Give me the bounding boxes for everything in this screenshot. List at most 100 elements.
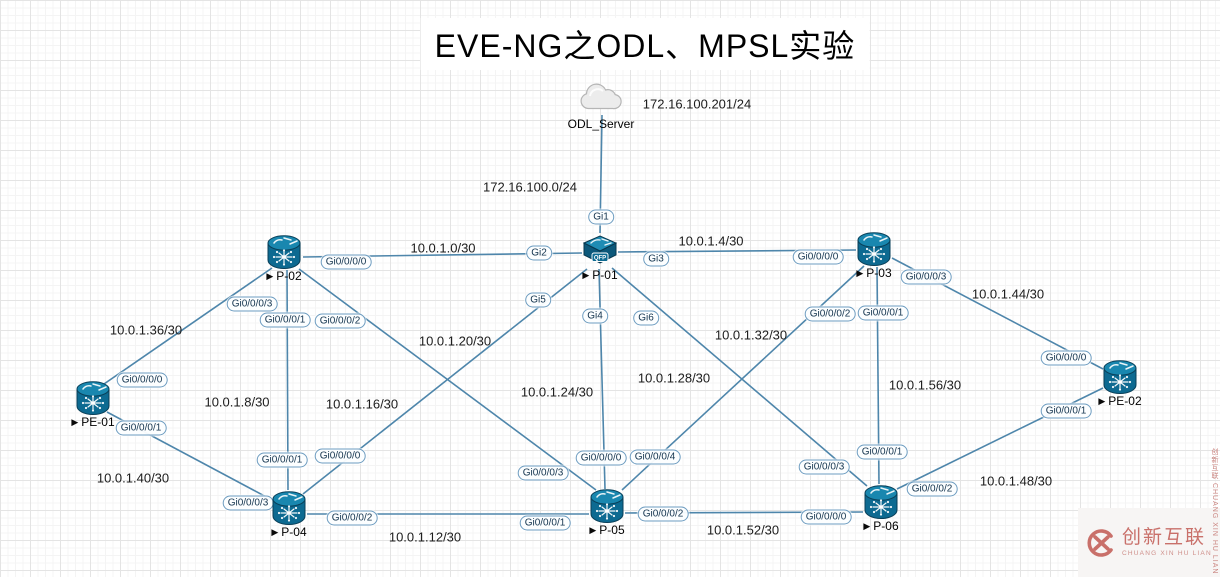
ip-label: 10.0.1.20/30	[418, 333, 492, 349]
link-pe-01--p-02[interactable]	[103, 267, 273, 385]
iface-p-02-gi0-0-0-0: Gi0/0/0/0	[320, 254, 372, 270]
watermark-logo-icon	[1087, 528, 1113, 557]
ip-label: 10.0.1.36/30	[109, 322, 183, 338]
node-label: ▶P-02	[266, 269, 301, 283]
iface-p-01-gi3: Gi3	[643, 251, 669, 267]
diagram-title: EVE-NG之ODL、MPSL实验	[420, 18, 870, 70]
xr-router-icon	[851, 231, 897, 267]
ip-label: 172.16.100.0/24	[483, 179, 577, 195]
iface-p-05-gi0-0-0-0: Gi0/0/0/0	[575, 450, 627, 466]
xr-router-icon	[1097, 359, 1143, 395]
node-name: P-01	[592, 268, 618, 282]
iface-pe-01-gi0-0-0-0: Gi0/0/0/0	[116, 372, 168, 388]
node-odl-server[interactable]: ODL_Server	[568, 82, 634, 131]
watermark-text: 创新互联 CHUANG XIN HU LIAN	[1122, 527, 1212, 558]
node-name: P-02	[276, 269, 302, 283]
iface-p-03-gi0-0-0-0: Gi0/0/0/0	[792, 249, 844, 265]
iface-p-04-gi0-0-0-1: Gi0/0/0/1	[256, 452, 308, 468]
running-state-icon: ▶	[589, 524, 597, 535]
node-p-03[interactable]: ▶P-03	[851, 231, 897, 280]
node-p-02[interactable]: ▶P-02	[261, 234, 307, 283]
xr-router-icon	[266, 490, 312, 526]
node-label: ▶P-03	[856, 266, 891, 280]
iface-p-02-gi0-0-0-2: Gi0/0/0/2	[314, 313, 366, 329]
running-state-icon: ▶	[271, 526, 279, 537]
running-state-icon: ▶	[1098, 395, 1106, 406]
ip-label: 10.0.1.4/30	[678, 233, 744, 249]
iface-pe-02-gi0-0-0-1: Gi0/0/0/1	[1040, 403, 1092, 419]
running-state-icon: ▶	[856, 267, 864, 278]
iface-p-05-gi0-0-0-2: Gi0/0/0/2	[637, 506, 689, 522]
iface-p-06-gi0-0-0-1: Gi0/0/0/1	[856, 444, 908, 460]
iface-p-05-gi0-0-0-1: Gi0/0/0/1	[519, 515, 571, 531]
ip-label: 10.0.1.56/30	[888, 377, 962, 393]
iface-p-01-gi4: Gi4	[582, 308, 608, 324]
iface-p-03-gi0-0-0-1: Gi0/0/0/1	[857, 305, 909, 321]
node-p-06[interactable]: ▶P-06	[858, 484, 904, 533]
node-pe-01[interactable]: ▶PE-01	[70, 380, 116, 429]
running-state-icon: ▶	[266, 270, 274, 281]
iface-p-01-gi5: Gi5	[525, 292, 551, 308]
watermark-vertical: 创新互联 CHUANG XIN HU LIAN	[1211, 447, 1218, 574]
ip-label: 10.0.1.32/30	[714, 327, 788, 343]
node-pe-02[interactable]: ▶PE-02	[1097, 359, 1143, 408]
iface-p-02-gi0-0-0-1: Gi0/0/0/1	[259, 312, 311, 328]
ip-label: 10.0.1.12/30	[388, 529, 462, 545]
iface-p-01-gi2: Gi2	[526, 245, 552, 261]
node-name: ODL_Server	[567, 117, 635, 131]
iface-p-03-gi0-0-0-2: Gi0/0/0/2	[804, 306, 856, 322]
node-name: PE-02	[1108, 394, 1142, 408]
iface-p-03-gi0-0-0-3: Gi0/0/0/3	[900, 269, 952, 285]
watermark-romanized: CHUANG XIN HU LIAN	[1122, 550, 1212, 557]
xr-router-icon	[70, 380, 116, 416]
ip-label: 172.16.100.201/24	[642, 96, 752, 112]
running-state-icon: ▶	[582, 269, 590, 280]
iface-p-01-gi6: Gi6	[633, 310, 659, 326]
iface-p-06-gi0-0-0-0: Gi0/0/0/0	[800, 509, 852, 525]
iface-p-04-gi0-0-0-2: Gi0/0/0/2	[326, 510, 378, 526]
svg-text:QFP: QFP	[594, 256, 606, 262]
node-label: ▶P-06	[863, 519, 898, 533]
node-label: ▶P-01	[582, 268, 617, 282]
running-state-icon: ▶	[71, 416, 79, 427]
iface-p-05-gi0-0-0-3: Gi0/0/0/3	[517, 465, 569, 481]
ip-label: 10.0.1.24/30	[520, 384, 594, 400]
node-name: P-05	[599, 523, 625, 537]
iface-p-01-gi1: Gi1	[588, 209, 614, 225]
xr-router-icon	[584, 488, 630, 524]
iface-pe-01-gi0-0-0-1: Gi0/0/0/1	[115, 420, 167, 436]
node-p-05[interactable]: ▶P-05	[584, 488, 630, 537]
running-state-icon: ▶	[863, 520, 871, 531]
watermark: 创新互联 CHUANG XIN HU LIAN	[1078, 508, 1220, 577]
node-label: ▶P-04	[271, 525, 306, 539]
ip-label: 10.0.1.48/30	[979, 473, 1053, 489]
node-label: ▶PE-01	[71, 415, 114, 429]
iface-p-05-gi0-0-0-4: Gi0/0/0/4	[629, 449, 681, 465]
qfp-router-icon: QFP	[577, 233, 623, 269]
node-name: P-04	[281, 525, 307, 539]
ip-label: 10.0.1.16/30	[325, 396, 399, 412]
ip-label: 10.0.1.52/30	[706, 522, 780, 538]
node-name: P-03	[866, 266, 892, 280]
xr-router-icon	[261, 234, 307, 270]
node-p-01[interactable]: QFP ▶P-01	[577, 233, 623, 282]
iface-p-06-gi0-0-0-3: Gi0/0/0/3	[798, 459, 850, 475]
ip-label: 10.0.1.0/30	[410, 240, 476, 256]
xr-router-icon	[858, 484, 904, 520]
node-label: ODL_Server	[568, 117, 635, 131]
node-label: ▶P-05	[589, 523, 624, 537]
node-p-04[interactable]: ▶P-04	[266, 490, 312, 539]
ip-label: 10.0.1.8/30	[204, 394, 270, 410]
iface-pe-02-gi0-0-0-0: Gi0/0/0/0	[1040, 350, 1092, 366]
cloud-icon	[578, 82, 624, 118]
link-p-01--p-06[interactable]	[611, 267, 868, 487]
iface-p-06-gi0-0-0-2: Gi0/0/0/2	[906, 481, 958, 497]
ip-label: 10.0.1.40/30	[96, 470, 170, 486]
node-name: PE-01	[81, 415, 115, 429]
ip-label: 10.0.1.44/30	[971, 286, 1045, 302]
watermark-brand: 创新互联	[1122, 527, 1207, 548]
iface-p-02-gi0-0-0-3: Gi0/0/0/3	[226, 296, 278, 312]
node-label: ▶PE-02	[1098, 394, 1141, 408]
iface-p-04-gi0-0-0-0: Gi0/0/0/0	[314, 448, 366, 464]
